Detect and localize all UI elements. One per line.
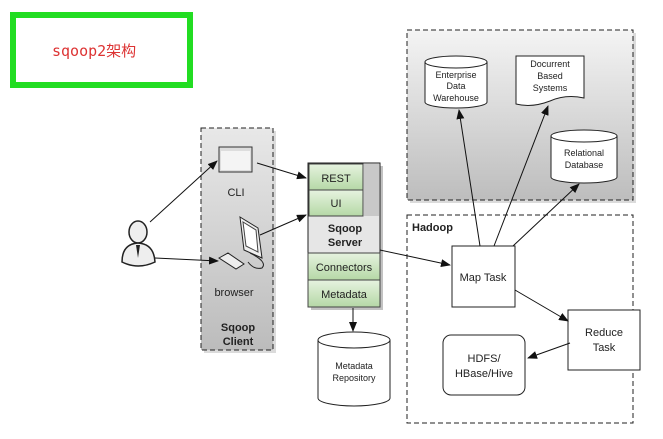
enterprise-data-warehouse: Enterprise Data Warehouse xyxy=(424,55,488,109)
svg-text:Map Task: Map Task xyxy=(460,272,507,284)
cli-label: CLI xyxy=(227,187,244,199)
svg-text:HDFS/: HDFS/ xyxy=(468,353,502,365)
sqoop-client-box: CLI browser Sqoop Client xyxy=(200,127,276,353)
svg-text:Database: Database xyxy=(565,160,604,170)
rest-label: REST xyxy=(321,173,351,185)
map-task-box: Map Task xyxy=(451,245,516,308)
svg-text:Enterprise: Enterprise xyxy=(435,70,476,80)
document-based-systems: Docurrent Based Systems xyxy=(515,55,585,106)
svg-text:Repository: Repository xyxy=(332,373,376,383)
svg-text:Task: Task xyxy=(593,342,616,354)
svg-text:Reduce: Reduce xyxy=(585,327,623,339)
svg-text:HBase/Hive: HBase/Hive xyxy=(455,368,513,380)
svg-text:Sqoop: Sqoop xyxy=(328,223,362,235)
title-text: sqoop2架构 xyxy=(52,41,137,60)
svg-text:Server: Server xyxy=(328,237,363,249)
computer-icon xyxy=(218,216,264,270)
svg-text:Relational: Relational xyxy=(564,148,604,158)
svg-text:Docurrent: Docurrent xyxy=(530,59,570,69)
svg-text:Data: Data xyxy=(446,81,465,91)
cli-terminal-icon xyxy=(218,146,253,173)
svg-text:Sqoop: Sqoop xyxy=(221,322,255,334)
svg-text:Systems: Systems xyxy=(533,83,568,93)
svg-text:Warehouse: Warehouse xyxy=(433,93,479,103)
reduce-task-box: Reduce Task xyxy=(567,309,641,371)
connectors-label: Connectors xyxy=(316,262,373,274)
title-box: sqoop2架构 xyxy=(10,12,193,88)
svg-text:Based: Based xyxy=(537,71,563,81)
ui-label: UI xyxy=(331,198,342,210)
svg-text:Client: Client xyxy=(223,336,254,348)
arrows xyxy=(149,105,580,359)
browser-label: browser xyxy=(214,287,253,299)
hadoop-label: Hadoop xyxy=(412,222,453,234)
svg-text:Metadata: Metadata xyxy=(335,361,373,371)
metadata-repository: Metadata Repository xyxy=(317,331,391,407)
relational-database: Relational Database xyxy=(550,129,618,184)
user-icon xyxy=(121,220,156,267)
sqoop-server-box: REST UI Sqoop Server Connectors Metadata xyxy=(307,162,383,310)
hdfs-hbase-hive-box: HDFS/ HBase/Hive xyxy=(442,334,526,396)
metadata-label: Metadata xyxy=(321,289,368,301)
